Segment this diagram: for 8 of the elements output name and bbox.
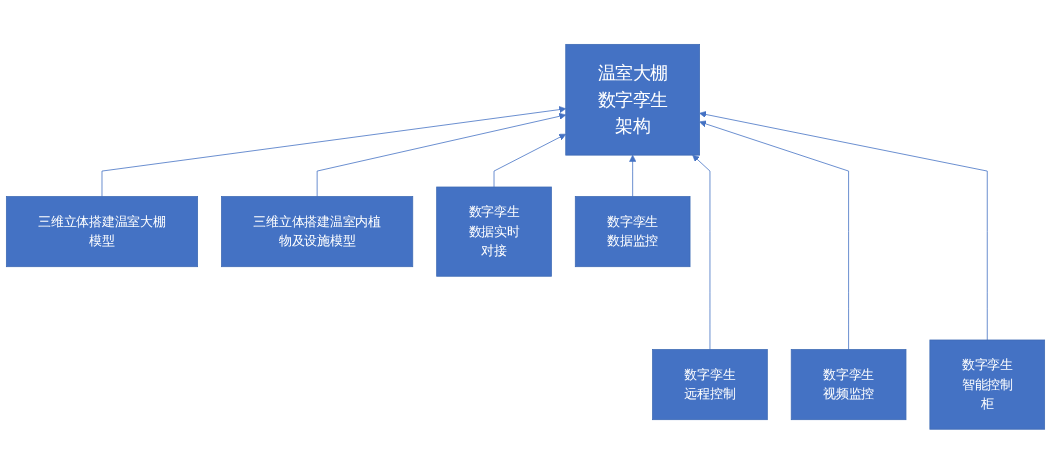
node-box: 三维立体搭建温室内植物及设施模型 (221, 195, 414, 267)
node-box: 数字孪生智能控制柜 (929, 339, 1045, 430)
node-box: 温室大棚数字孪生架构 (565, 43, 700, 156)
node-box: 数字孪生数据实时对接 (436, 186, 552, 277)
node-box: 三维立体搭建温室大棚模型 (5, 195, 198, 267)
node-box: 数字孪生视频监控 (790, 348, 907, 420)
node-box: 数字孪生远程控制 (652, 348, 768, 420)
node-box: 数字孪生数据监控 (574, 195, 691, 267)
